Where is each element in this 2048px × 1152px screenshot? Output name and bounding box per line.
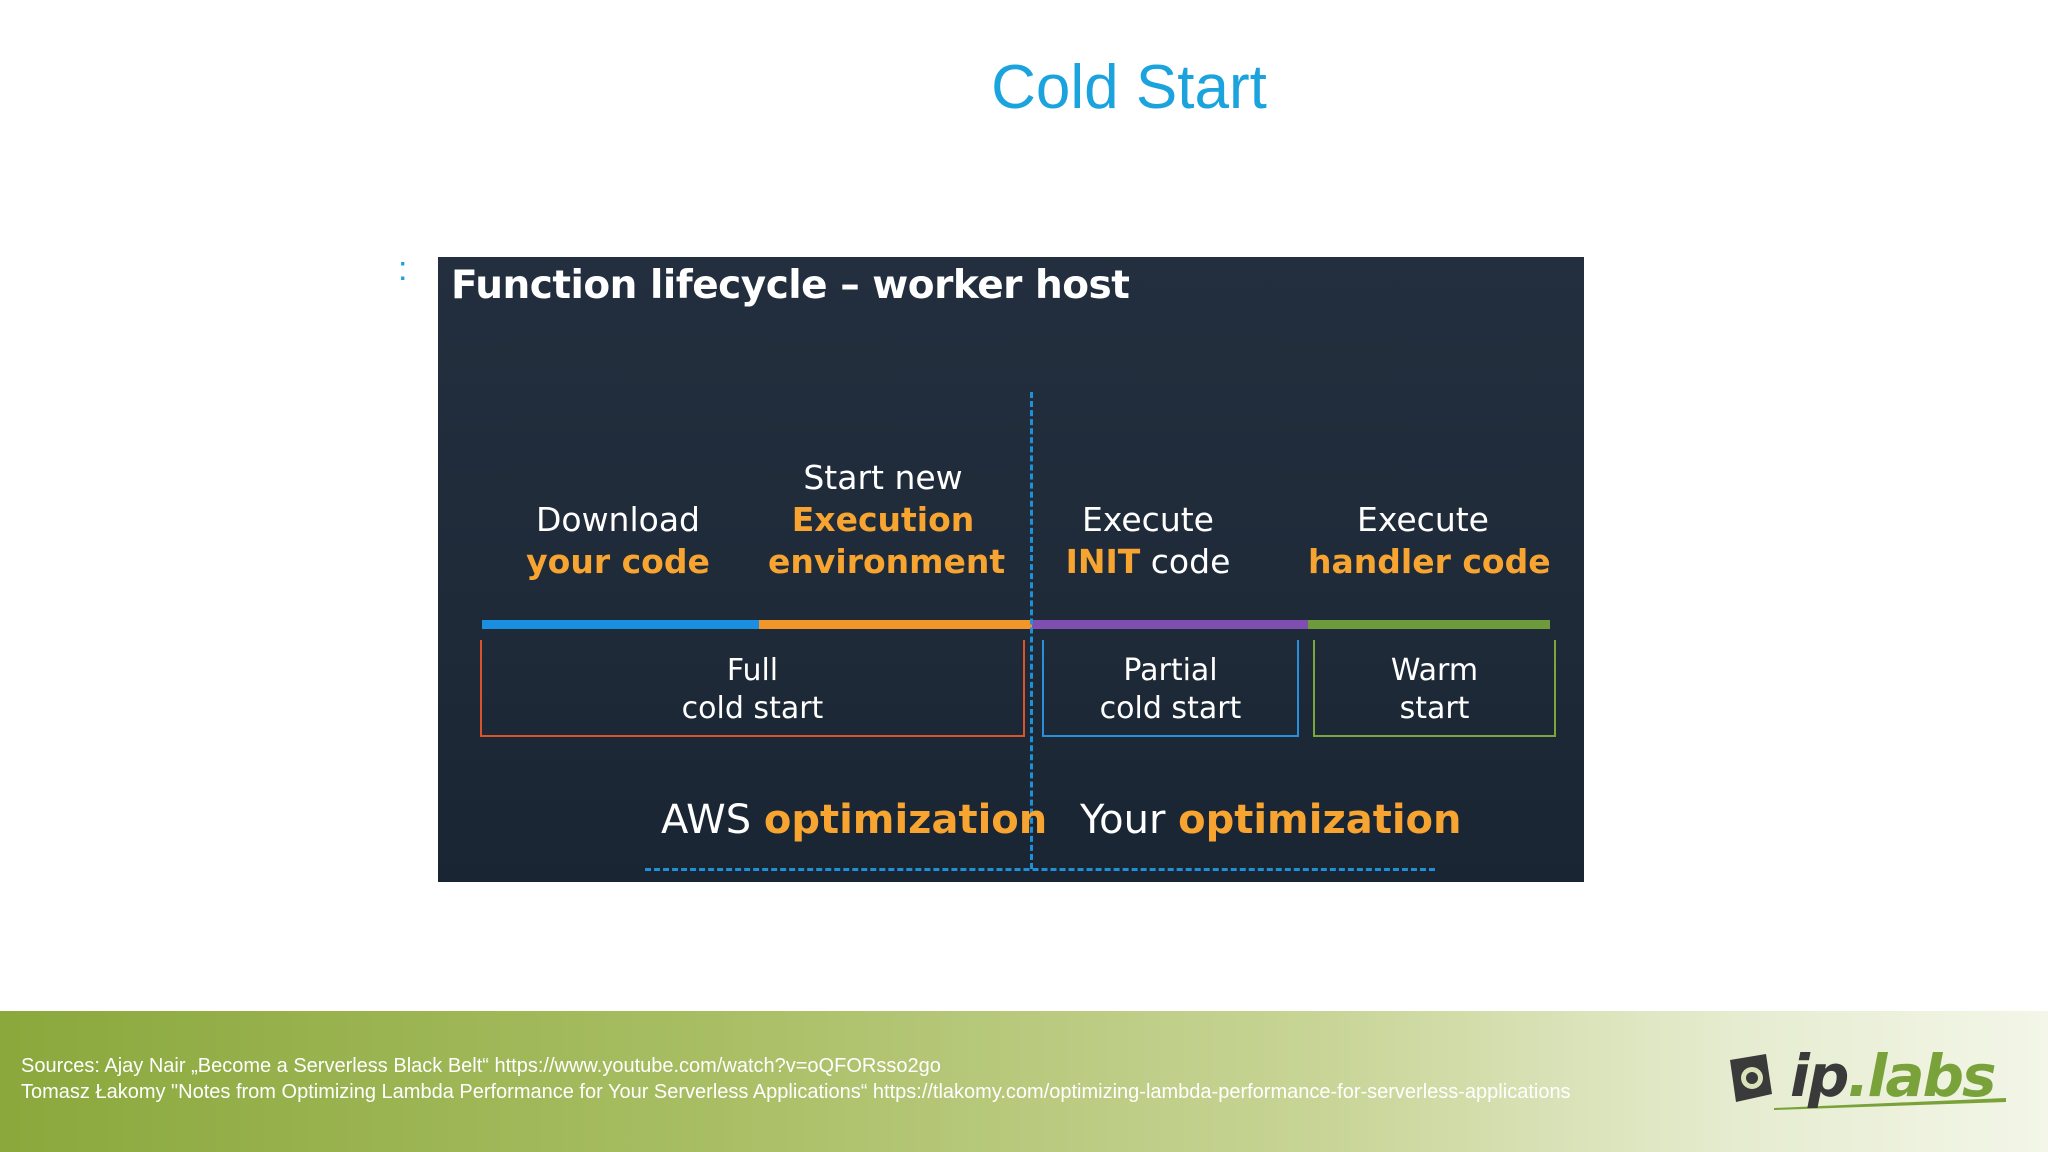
box-warm-line2: start bbox=[1399, 691, 1470, 726]
step-download-line1: Download bbox=[535, 500, 701, 539]
step-handler-line1: Execute bbox=[1357, 500, 1489, 539]
bar-execution bbox=[759, 620, 1032, 629]
box-full-line2: cold start bbox=[681, 691, 824, 726]
aws-optimization-prefix: AWS bbox=[661, 797, 764, 843]
step-init: Execute INIT code bbox=[1048, 499, 1248, 583]
your-optimization-highlight: optimization bbox=[1178, 797, 1462, 843]
divider-vertical-dashed bbox=[1030, 392, 1033, 869]
your-optimization-prefix: Your bbox=[1080, 797, 1179, 843]
box-partial-line2: cold start bbox=[1099, 691, 1242, 726]
step-execution-env: Start new Execution environment bbox=[768, 457, 1006, 583]
step-execution-line3: environment bbox=[768, 542, 1006, 581]
step-execution-line1: Start new bbox=[803, 458, 963, 497]
iplabs-logo-text: ip.labs bbox=[1790, 1042, 1997, 1110]
step-init-highlight: INIT bbox=[1065, 542, 1141, 581]
logo-text-labs: .labs bbox=[1847, 1042, 1996, 1110]
box-warm-start: Warm start bbox=[1313, 640, 1556, 737]
step-execution-line2: Execution bbox=[791, 500, 975, 539]
diagram-title: Function lifecycle – worker host bbox=[451, 263, 1130, 308]
step-init-suffix: code bbox=[1140, 542, 1231, 581]
box-warm-line1: Warm bbox=[1390, 653, 1479, 688]
bullet-marker: : bbox=[398, 250, 408, 288]
box-partial-cold-start: Partial cold start bbox=[1042, 640, 1299, 737]
iplabs-logo-icon bbox=[1730, 1054, 2006, 1110]
step-handler: Execute handler code bbox=[1308, 499, 1551, 583]
page-title: Cold Start bbox=[991, 53, 1267, 122]
step-handler-line2: handler code bbox=[1308, 542, 1551, 581]
step-init-line1: Execute bbox=[1082, 500, 1214, 539]
footer-band bbox=[0, 1011, 2048, 1152]
step-download-line2: your code bbox=[526, 542, 710, 581]
lifecycle-diagram: Function lifecycle – worker host Downloa… bbox=[438, 257, 1584, 882]
aws-optimization-label: AWS optimization bbox=[661, 797, 1047, 843]
bar-init bbox=[1032, 620, 1308, 629]
aws-optimization-highlight: optimization bbox=[763, 797, 1048, 843]
step-download: Download your code bbox=[518, 499, 718, 583]
bar-handler bbox=[1308, 620, 1550, 629]
footer-source-1: Sources: Ajay Nair „Become a Serverless … bbox=[21, 1055, 941, 1077]
footer-source-2: Tomasz Łakomy "Notes from Optimizing Lam… bbox=[21, 1081, 1571, 1103]
logo-text-ip: ip bbox=[1790, 1042, 1849, 1110]
bar-download bbox=[482, 620, 759, 629]
box-partial-line1: Partial bbox=[1123, 653, 1218, 688]
box-full-cold-start: Full cold start bbox=[480, 640, 1025, 737]
your-optimization-label: Your optimization bbox=[1080, 797, 1462, 843]
box-full-line1: Full bbox=[726, 653, 779, 688]
step-init-line2: INIT code bbox=[1048, 541, 1248, 583]
divider-horizontal-dashed bbox=[645, 868, 1435, 871]
